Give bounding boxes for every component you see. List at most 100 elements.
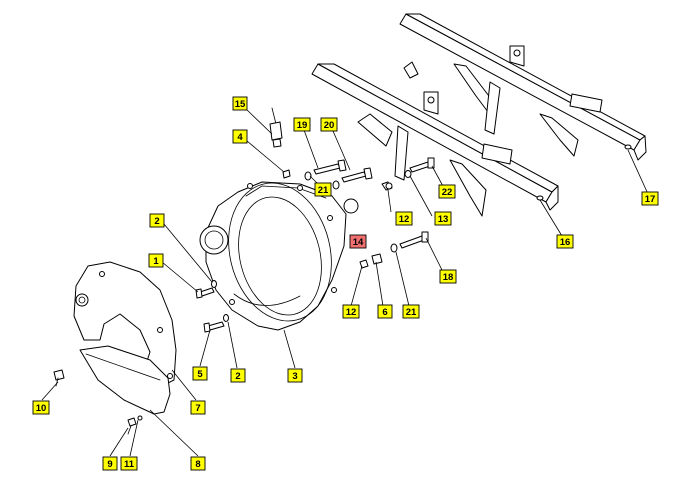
callout-number: 9 — [107, 459, 112, 470]
callout-box — [556, 234, 574, 249]
callout-box — [32, 400, 50, 415]
callout-number: 21 — [406, 307, 417, 318]
mounting-rail-rear — [399, 13, 647, 161]
callout-box — [377, 304, 393, 319]
sender-unit — [269, 107, 283, 148]
callout-number: 22 — [442, 187, 453, 198]
callout-number: 3 — [292, 371, 297, 382]
plug — [282, 169, 291, 179]
callout-box — [190, 400, 206, 415]
callout-10[interactable]: 10 — [32, 400, 50, 415]
callout-11[interactable]: 11 — [120, 456, 138, 471]
callout-21-upper[interactable]: 21 — [314, 182, 332, 197]
washer-21-lower — [390, 243, 398, 253]
callout-15[interactable]: 15 — [232, 96, 248, 111]
callout-22[interactable]: 22 — [438, 184, 456, 199]
callout-17[interactable]: 17 — [641, 191, 659, 206]
callout-box — [342, 304, 360, 319]
callout-box — [287, 368, 303, 383]
callout-2-upper[interactable]: 2 — [149, 213, 165, 228]
callout-8[interactable]: 8 — [190, 456, 206, 471]
washer-2-upper — [211, 280, 217, 288]
callout-box — [102, 456, 118, 471]
callout-box-highlighted — [349, 234, 367, 249]
callout-7[interactable]: 7 — [190, 400, 206, 415]
callout-box — [438, 184, 456, 199]
callout-box — [434, 211, 452, 226]
callout-box — [120, 456, 138, 471]
callout-number: 21 — [318, 185, 329, 196]
callout-2-lower[interactable]: 2 — [230, 368, 246, 383]
callout-number: 19 — [297, 120, 308, 131]
nut-12-upper — [381, 181, 393, 191]
callout-box — [320, 117, 338, 132]
callout-number: 13 — [438, 214, 449, 225]
callout-box — [439, 269, 457, 284]
bolt-22 — [409, 157, 435, 173]
callout-9[interactable]: 9 — [102, 456, 118, 471]
adapter-plate — [73, 261, 177, 387]
callout-box — [190, 456, 206, 471]
washer-21-upper — [304, 171, 340, 190]
callout-box — [232, 129, 248, 144]
callout-box — [293, 117, 311, 132]
callout-box — [314, 182, 332, 197]
callout-number: 12 — [346, 307, 357, 318]
callout-box — [149, 213, 165, 228]
leader-lines — [41, 108, 649, 457]
callout-20[interactable]: 20 — [320, 117, 338, 132]
callout-number: 14 — [353, 237, 364, 248]
callout-box — [148, 253, 164, 268]
callout-19[interactable]: 19 — [293, 117, 311, 132]
callout-21-lower[interactable]: 21 — [402, 304, 420, 319]
bolt-1 — [195, 287, 215, 299]
callout-number: 10 — [36, 403, 47, 414]
callout-1[interactable]: 1 — [148, 253, 164, 268]
callout-number: 6 — [382, 307, 387, 318]
callout-box — [402, 304, 420, 319]
bolt-9 — [127, 417, 137, 435]
callout-box — [641, 191, 659, 206]
callout-number: 17 — [645, 194, 656, 205]
callout-12-upper[interactable]: 12 — [395, 211, 413, 226]
callout-number: 8 — [195, 459, 200, 470]
bolt-18 — [399, 231, 429, 249]
cover-plate — [79, 345, 171, 415]
mounting-rail-front — [311, 63, 559, 217]
bolt-5 — [203, 321, 225, 333]
callout-6[interactable]: 6 — [377, 304, 393, 319]
callout-12-lower[interactable]: 12 — [342, 304, 360, 319]
callout-number: 15 — [235, 99, 246, 110]
callout-number: 16 — [560, 237, 571, 248]
callout-number: 2 — [235, 371, 240, 382]
callout-number: 18 — [443, 272, 454, 283]
flywheel-housing — [199, 181, 347, 331]
bolt-10 — [53, 369, 65, 387]
callout-number: 5 — [197, 369, 203, 380]
callout-13[interactable]: 13 — [434, 211, 452, 226]
bolt-19 — [313, 159, 347, 175]
nut-12-lower — [359, 259, 369, 269]
callout-18[interactable]: 18 — [439, 269, 457, 284]
callout-box — [230, 368, 246, 383]
callout-box — [232, 96, 248, 111]
callout-4[interactable]: 4 — [232, 129, 248, 144]
callout-box — [395, 211, 413, 226]
callout-number: 20 — [324, 120, 335, 131]
washer-2-lower — [223, 314, 229, 322]
washer-11 — [137, 415, 143, 421]
callout-number: 12 — [399, 214, 410, 225]
callout-number: 7 — [195, 403, 200, 414]
callout-3[interactable]: 3 — [287, 368, 303, 383]
callout-box — [192, 366, 208, 381]
callout-number: 4 — [237, 132, 243, 143]
callout-14[interactable]: 14 — [349, 234, 367, 249]
callout-16[interactable]: 16 — [556, 234, 574, 249]
callout-5[interactable]: 5 — [192, 366, 208, 381]
spacer-6 — [371, 253, 383, 265]
callout-number: 2 — [154, 216, 159, 227]
callout-number: 11 — [124, 459, 135, 470]
cap-plug — [343, 198, 359, 214]
washer-13 — [404, 170, 412, 178]
